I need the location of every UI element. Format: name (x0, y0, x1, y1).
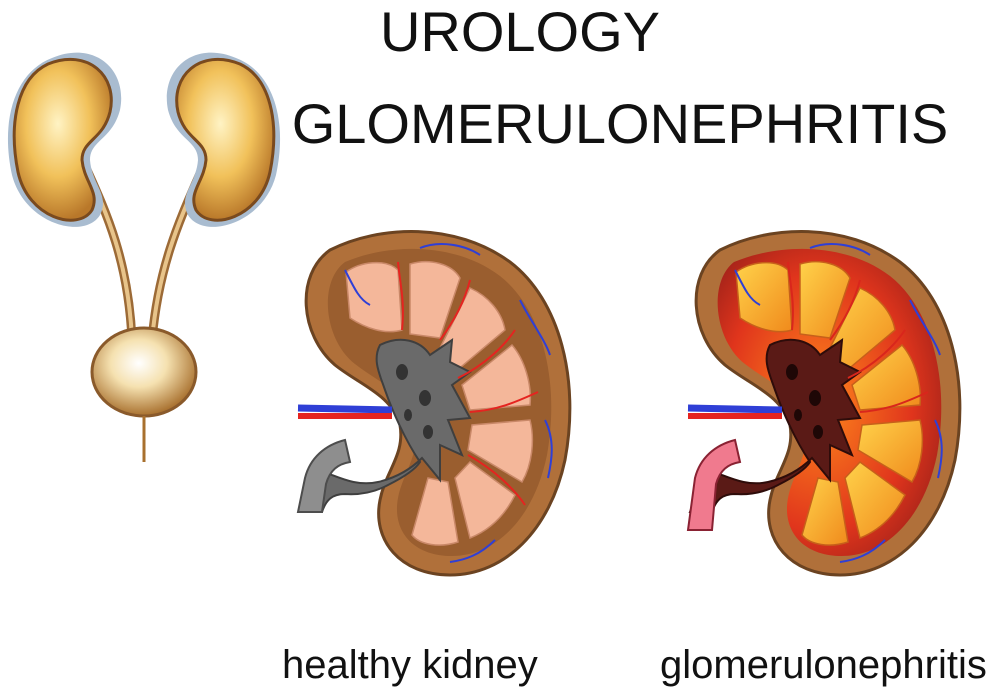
caption-glomerulonephritis: glomerulonephritis (660, 643, 987, 687)
diseased-vessel-blue-1 (734, 269, 761, 306)
diseased-renal-vein (687, 404, 783, 414)
diseased-vessel-blue-4 (839, 539, 886, 563)
healthy-vessel-blue-2 (519, 299, 551, 356)
healthy-vessel-blue-3 (544, 419, 553, 479)
diseased-calyx-4 (794, 409, 802, 421)
diseased-vessel-red-3 (847, 329, 906, 379)
healthy-pyramid-5 (467, 419, 534, 484)
diseased-vessel-blue-2 (909, 299, 941, 356)
diseased-vessel-blue-3 (934, 419, 943, 479)
healthy-pyramid-1 (345, 261, 403, 333)
healthy-pyramid-6 (454, 461, 516, 540)
diseased-pyramid-3 (827, 287, 896, 374)
healthy-pyramid-7 (411, 477, 459, 546)
diseased-pyramid-2 (799, 260, 851, 339)
healthy-vessel-red-2 (439, 279, 471, 341)
healthy-vessel-red-4 (469, 391, 539, 413)
bladder (90, 326, 198, 418)
healthy-renal-vein (297, 404, 393, 414)
healthy-ureter (296, 438, 352, 513)
left-kidney (12, 57, 113, 222)
healthy-pyramid-2 (409, 260, 461, 339)
healthy-vessel-blue-1 (344, 269, 371, 306)
healthy-pyramid-3 (437, 287, 506, 374)
healthy-vessel-blue-4 (449, 539, 496, 563)
diseased-pyramid-6 (844, 461, 906, 540)
glomerulonephritis-kidney-illustration (686, 230, 962, 577)
diseased-vessel-red-2 (829, 279, 861, 341)
diseased-vessel-blue-5 (809, 243, 871, 256)
diseased-vessel-red-1 (787, 261, 794, 331)
diseased-calyx-1 (786, 364, 798, 380)
healthy-vessel-red-3 (457, 329, 516, 379)
healthy-vessel-red-5 (467, 454, 526, 506)
diseased-vessel-red-4 (859, 391, 929, 413)
caption-healthy-kidney: healthy kidney (282, 643, 538, 687)
title-urology: UROLOGY (379, 0, 661, 63)
urinary-system-illustration (7, 52, 281, 462)
healthy-calyx-3 (423, 425, 433, 439)
diseased-calyx-3 (813, 425, 823, 439)
healthy-vessel-blue-5 (419, 243, 481, 256)
healthy-calyx-2 (419, 390, 431, 406)
healthy-calyx-4 (404, 409, 412, 421)
title-glomerulonephritis: GLOMERULONEPHRITIS (291, 92, 949, 155)
diseased-calyx-2 (809, 390, 821, 406)
right-kidney (175, 57, 276, 222)
healthy-kidney-illustration (296, 230, 572, 577)
healthy-vessel-red-1 (397, 261, 404, 331)
healthy-calyx-1 (396, 364, 408, 380)
diseased-pyramid-1 (735, 261, 793, 333)
diseased-ureter (686, 438, 742, 531)
diseased-pyramid-5 (857, 419, 924, 484)
diseased-pyramid-7 (801, 477, 849, 546)
